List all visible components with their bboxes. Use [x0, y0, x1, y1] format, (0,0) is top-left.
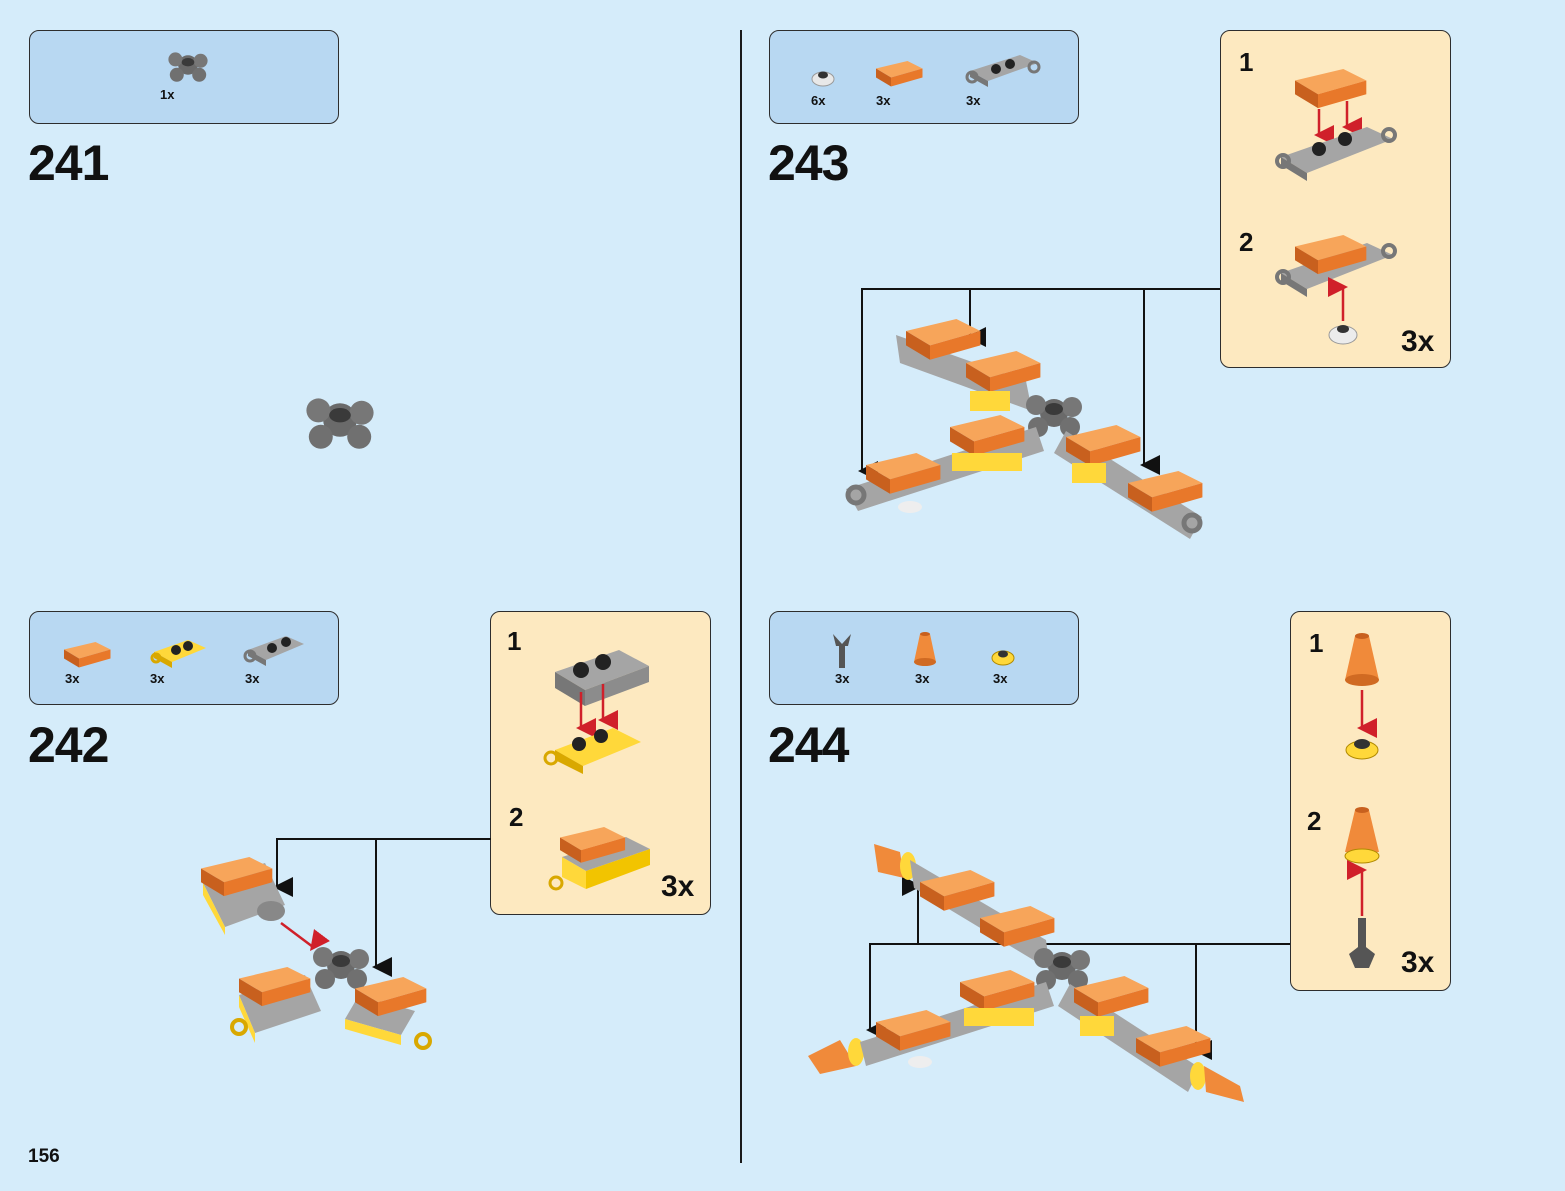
part-qty: 1x — [160, 87, 174, 102]
part-orange-tile-icon — [872, 57, 932, 92]
part-qty: 6x — [811, 93, 825, 108]
substep-number: 1 — [1239, 47, 1253, 78]
substep-1-illustration — [1271, 65, 1401, 185]
parts-callout-243: 6x 3x 3x — [769, 30, 1079, 124]
part-qty: 3x — [150, 671, 164, 686]
substep-2-illustration — [546, 817, 656, 897]
step-number-241: 241 — [28, 134, 108, 192]
substep-2-illustration — [1333, 804, 1393, 974]
gray-hub-illustration — [300, 390, 380, 450]
substep-number: 1 — [507, 626, 521, 657]
part-orange-cone-icon — [912, 630, 938, 670]
substep-multiplier: 3x — [1401, 325, 1434, 359]
substep-box-243: 1 2 3x — [1220, 30, 1451, 368]
substep-box-242: 1 2 3x — [490, 611, 711, 915]
parts-callout-241: 1x — [29, 30, 339, 124]
part-qty: 3x — [915, 671, 929, 686]
substep-number: 2 — [1239, 227, 1253, 258]
part-yellow-plate-clip-icon — [148, 634, 210, 669]
page-divider — [740, 30, 742, 1163]
substep-box-244: 1 2 3x — [1290, 611, 1451, 991]
part-dark-gray-bar-icon — [830, 630, 854, 670]
part-white-round-plate-icon — [808, 65, 838, 89]
part-qty: 3x — [65, 671, 79, 686]
part-gray-hub-icon — [160, 45, 220, 85]
parts-callout-242: 3x 3x 3x — [29, 611, 339, 705]
substep-1-illustration — [1333, 630, 1393, 770]
part-qty: 3x — [876, 93, 890, 108]
part-qty: 3x — [993, 671, 1007, 686]
substep-1-illustration — [541, 632, 671, 772]
part-orange-tile-icon — [60, 638, 120, 673]
substep-number: 1 — [1309, 628, 1323, 659]
substep-multiplier: 3x — [1401, 946, 1434, 980]
part-qty: 3x — [245, 671, 259, 686]
page-number: 156 — [28, 1146, 60, 1168]
step-number-244: 244 — [768, 716, 848, 774]
part-yellow-round-plate-icon — [990, 644, 1016, 668]
substep-number: 2 — [1307, 806, 1321, 837]
substep-2-illustration — [1271, 231, 1401, 351]
step-243-assembly-illustration — [840, 285, 1220, 545]
parts-callout-244: 3x 3x 3x — [769, 611, 1079, 705]
part-qty: 3x — [835, 671, 849, 686]
part-gray-plate-clip-icon — [964, 49, 1044, 89]
substep-number: 2 — [509, 802, 523, 833]
substep-multiplier: 3x — [661, 870, 694, 904]
step-242-assembly-illustration — [195, 835, 495, 1060]
step-number-242: 242 — [28, 716, 108, 774]
part-gray-plate-clip-icon — [242, 630, 308, 668]
part-qty: 3x — [966, 93, 980, 108]
step-244-assembly-illustration — [800, 830, 1290, 1115]
step-number-243: 243 — [768, 134, 848, 192]
